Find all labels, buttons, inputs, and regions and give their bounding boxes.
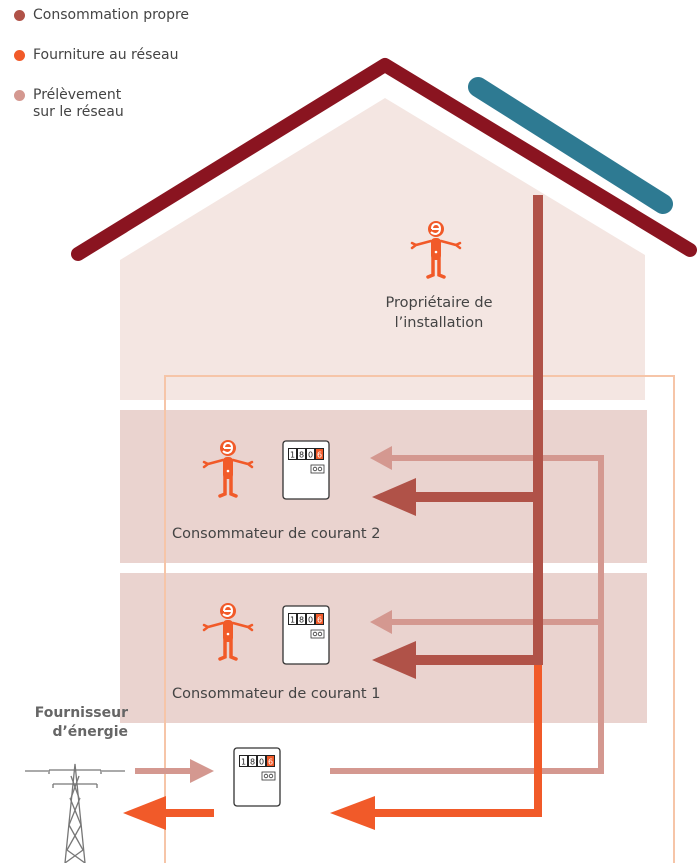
grid-feed-arrow-out: [123, 796, 166, 830]
legend-dot-icon: [14, 50, 25, 61]
legend-dot-icon: [14, 10, 25, 21]
owner-label: Propriétaire de l’installation: [385, 295, 493, 331]
legend-own-consumption: Consommation propre: [14, 7, 189, 24]
grid-feed-line: [375, 665, 542, 817]
meter-digit: 6: [317, 616, 322, 625]
consumer-1-label: Consommateur de courant 1: [172, 686, 381, 702]
grid-draw-arrow-2: [370, 446, 392, 470]
meter-digit: 0: [308, 451, 313, 460]
power-pylon-icon: [25, 763, 125, 863]
legend-grid-feed: Fourniture au réseau: [14, 47, 178, 64]
legend-dot-icon: [14, 90, 25, 101]
meter-digit: 8: [250, 758, 255, 767]
legend-label: Fourniture au réseau: [33, 47, 179, 63]
legend-grid-draw: Prélèvement sur le réseau: [14, 87, 124, 121]
supplier-label: Fournisseur d’énergie: [34, 705, 128, 740]
grid-feed-arrow-meter: [330, 796, 375, 830]
grid-draw-line: [330, 455, 604, 774]
floor-consumer-1: [120, 573, 647, 723]
solar-panel: [468, 77, 673, 214]
meter-digit: 6: [268, 758, 273, 767]
grid-supply-arrow: [190, 759, 214, 783]
meter-digit: 1: [241, 758, 246, 767]
legend-label: Prélèvement sur le réseau: [33, 87, 124, 120]
installation-outline: [164, 375, 675, 863]
meter-digit: 6: [317, 451, 322, 460]
meter-digit: 8: [299, 616, 304, 625]
legend-label: Consommation propre: [33, 7, 190, 23]
grid-draw-arrow-1: [370, 610, 392, 634]
meter-digit: 1: [290, 451, 295, 460]
roof: [71, 58, 697, 261]
person-icon: [202, 440, 254, 498]
meter-digit: 8: [299, 451, 304, 460]
consumer-2-label: Consommateur de courant 2: [172, 526, 381, 542]
person-icon: [202, 603, 254, 661]
house-attic: [120, 98, 645, 400]
meter-digit: 1: [290, 616, 295, 625]
meter-digit: 0: [308, 616, 313, 625]
person-icon: [410, 221, 462, 279]
floor-consumer-2: [120, 410, 647, 563]
own-consumption-arrow-1: [372, 641, 416, 679]
own-consumption-arrow-2: [372, 478, 416, 516]
meter-digit: 0: [259, 758, 264, 767]
